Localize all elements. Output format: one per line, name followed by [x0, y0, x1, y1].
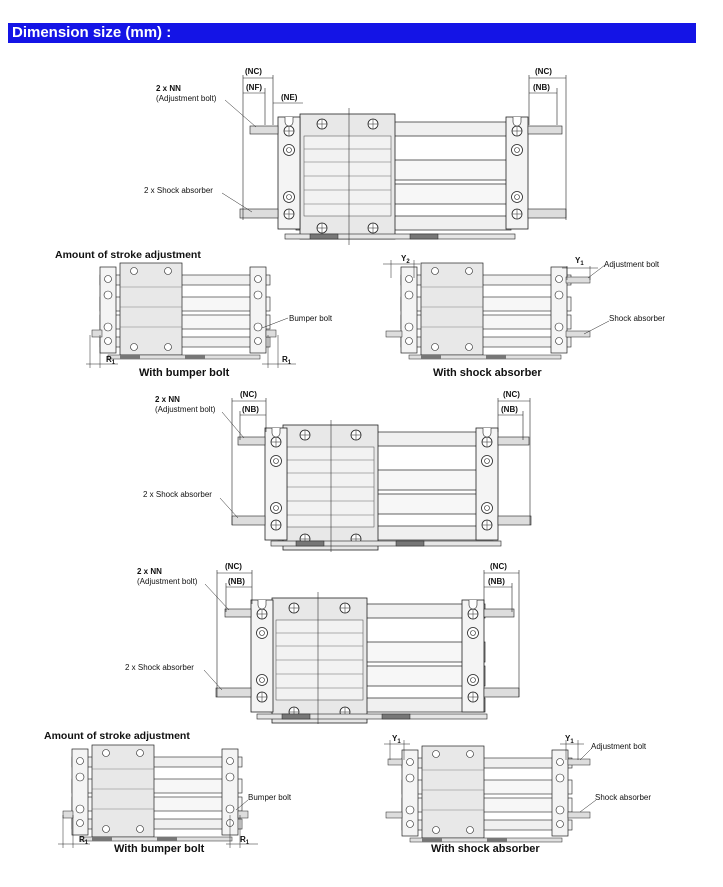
v3-dim-nb-left: (NB): [242, 405, 259, 414]
v4-nn-label: 2 x NN: [137, 567, 162, 576]
v4-dim-nc-right: (NC): [490, 562, 507, 571]
y-right-label-2: Y: [565, 734, 571, 743]
stroke-section-1: Amount of stroke adjustment R1 R1 Bumper…: [55, 249, 665, 379]
v3-dim-nc-right: (NC): [503, 390, 520, 399]
v3-dim-nc-left: (NC): [240, 390, 257, 399]
v4-dim-nb-right: (NB): [488, 577, 505, 586]
svg-text:Y1: Y1: [565, 734, 574, 745]
shock-caption-1: With shock absorber: [433, 367, 542, 379]
svg-text:R1: R1: [240, 835, 250, 846]
adj-label-2: Adjustment bolt: [591, 742, 647, 751]
y-left-sub-1: 2: [406, 259, 410, 265]
shock-label-2: Shock absorber: [595, 793, 651, 802]
r-left-sub-1: 1: [112, 360, 116, 366]
v1-nn-sublabel: (Adjustment bolt): [156, 94, 217, 103]
svg-text:R1: R1: [106, 355, 116, 366]
v4-shock-label: 2 x Shock absorber: [125, 663, 194, 672]
v1-dim-ne: (NE): [281, 93, 298, 102]
bumper-label-1: Bumper bolt: [289, 314, 333, 323]
bumper-caption-1: With bumper bolt: [139, 367, 230, 379]
v3-shock-label: 2 x Shock absorber: [143, 490, 212, 499]
svg-text:Y1: Y1: [575, 256, 584, 267]
r-left-sub-2: 1: [85, 840, 89, 846]
v1-nn-label: 2 x NN: [156, 84, 181, 93]
r-left-label-2: R: [79, 835, 85, 844]
v4-nn-sublabel: (Adjustment bolt): [137, 577, 198, 586]
y-right-sub-2: 1: [570, 739, 574, 745]
v1-dim-nc-right: (NC): [535, 67, 552, 76]
r-right-sub-2: 1: [246, 840, 250, 846]
r-right-label-1: R: [282, 355, 288, 364]
v4-dim-nc-left: (NC): [225, 562, 242, 571]
shock-view-1: Y2 Y1 Adjustment bolt Shock absorber Wit…: [383, 254, 665, 379]
v1-shock-label: 2 x Shock absorber: [144, 186, 213, 195]
r-right-sub-1: 1: [288, 360, 292, 366]
stroke-heading-1: Amount of stroke adjustment: [55, 249, 201, 261]
v1-dim-nb-right: (NB): [533, 83, 550, 92]
stroke-section-2: Amount of stroke adjustment R1 R1 Bumper…: [44, 730, 651, 855]
v3-nn-sublabel: (Adjustment bolt): [155, 405, 216, 414]
y-right-label-1: Y: [575, 256, 581, 265]
svg-text:Y1: Y1: [392, 734, 401, 745]
view-4: (NC) (NB) (NC) (NB) 2 x NN (Adjustment b…: [125, 562, 520, 724]
v3-nn-label: 2 x NN: [155, 395, 180, 404]
bumper-caption-2: With bumper bolt: [114, 843, 205, 855]
v1-dim-nc-left: (NC): [245, 67, 262, 76]
adj-label-1: Adjustment bolt: [604, 260, 660, 269]
v1-dim-nf: (NF): [246, 83, 262, 92]
y-left-sub-2: 1: [397, 739, 401, 745]
bumper-label-2: Bumper bolt: [248, 793, 292, 802]
section-title: Dimension size (mm) :: [12, 24, 172, 41]
svg-text:R1: R1: [282, 355, 292, 366]
view-1: (NC) (NF) (NE) (NC) (NB) 2 x NN (Adjustm…: [144, 67, 567, 245]
section-header-bar: Dimension size (mm) :: [8, 23, 696, 43]
shock-label-1: Shock absorber: [609, 314, 665, 323]
v4-dim-nb-left: (NB): [228, 577, 245, 586]
stroke-heading-2: Amount of stroke adjustment: [44, 730, 190, 742]
bumper-view-2: R1 R1 Bumper bolt With bumper bolt: [58, 744, 292, 855]
view-3: (NC) (NB) (NC) (NB) 2 x NN (Adjustment b…: [143, 390, 532, 552]
y-right-sub-1: 1: [580, 261, 584, 267]
y-left-label-2: Y: [392, 734, 398, 743]
svg-text:R1: R1: [79, 835, 89, 846]
shock-caption-2: With shock absorber: [431, 843, 540, 855]
svg-text:Y2: Y2: [401, 254, 410, 265]
v3-dim-nb-right: (NB): [501, 405, 518, 414]
y-left-label-1: Y: [401, 254, 407, 263]
shock-view-2: Y1 Y1 Adjustment bolt Shock absorber Wit…: [384, 734, 651, 855]
r-right-label-2: R: [240, 835, 246, 844]
r-left-label-1: R: [106, 355, 112, 364]
bumper-view-1: R1 R1 Bumper bolt With bumper bolt: [86, 262, 333, 379]
